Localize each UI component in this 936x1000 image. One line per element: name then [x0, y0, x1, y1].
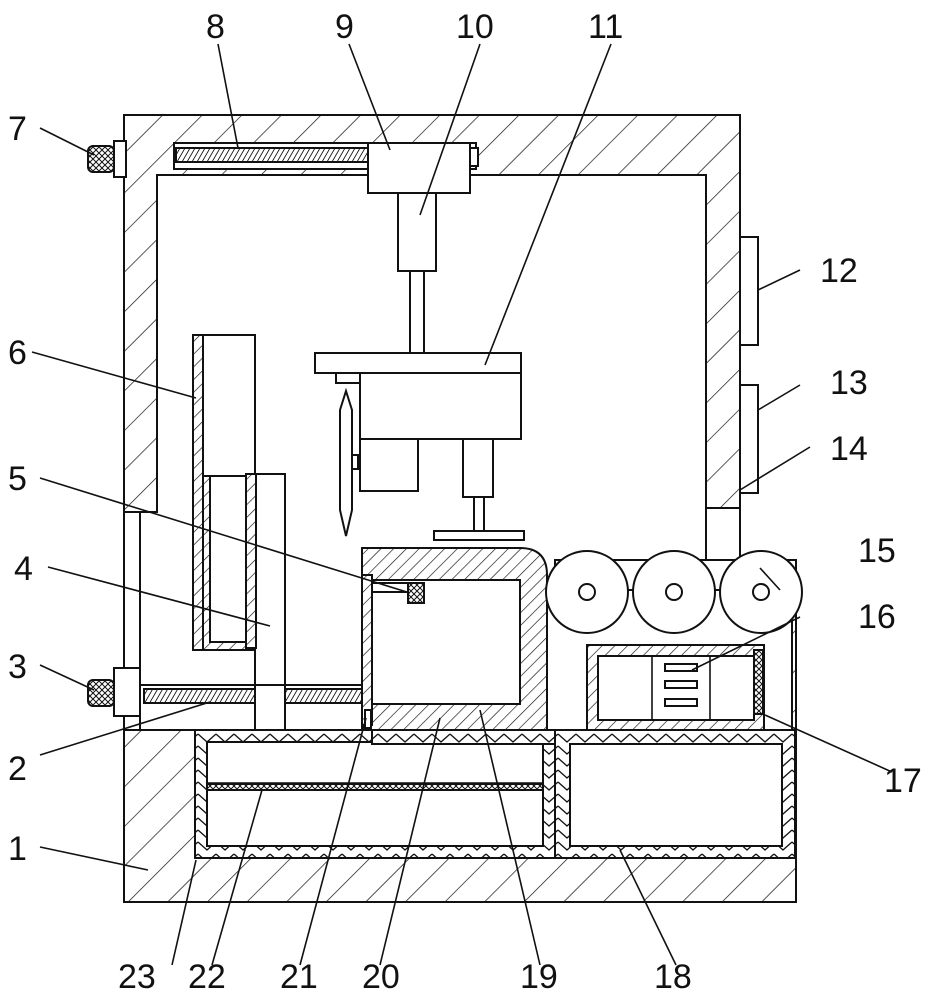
- label-11: 11: [588, 8, 623, 46]
- label-6: 6: [8, 334, 27, 372]
- label-14: 14: [830, 430, 868, 468]
- work-box: [361, 547, 548, 731]
- label-5: 5: [8, 460, 27, 498]
- top-lead-screw: [175, 142, 479, 194]
- label-18: 18: [654, 958, 692, 996]
- cylinder-and-head: [314, 192, 525, 541]
- label-16: 16: [858, 598, 896, 636]
- callout-labels: 8 9 10 11 7 12 13 14 15 16 17 6 5 4 3 2 …: [8, 8, 922, 996]
- label-15: 15: [858, 532, 896, 570]
- label-7: 7: [8, 110, 27, 148]
- label-19: 19: [520, 958, 558, 996]
- bottom-lead-screw: [87, 667, 366, 731]
- label-9: 9: [335, 8, 354, 46]
- side-panels: [739, 236, 759, 494]
- label-4: 4: [14, 550, 33, 588]
- label-12: 12: [820, 252, 858, 290]
- label-2: 2: [8, 750, 27, 788]
- label-22: 22: [188, 958, 226, 996]
- motor-7: [87, 140, 127, 178]
- label-21: 21: [280, 958, 318, 996]
- label-8: 8: [206, 8, 225, 46]
- battery-box: [586, 644, 765, 731]
- leader-lines: [31, 43, 893, 966]
- label-3: 3: [8, 648, 27, 686]
- label-17: 17: [884, 762, 922, 800]
- rollers: [545, 550, 803, 634]
- label-23: 23: [118, 958, 156, 996]
- label-13: 13: [830, 364, 868, 402]
- label-1: 1: [8, 830, 27, 868]
- label-20: 20: [362, 958, 400, 996]
- lower-chambers: [194, 729, 796, 859]
- label-10: 10: [456, 8, 494, 46]
- vertical-guide: [192, 334, 286, 731]
